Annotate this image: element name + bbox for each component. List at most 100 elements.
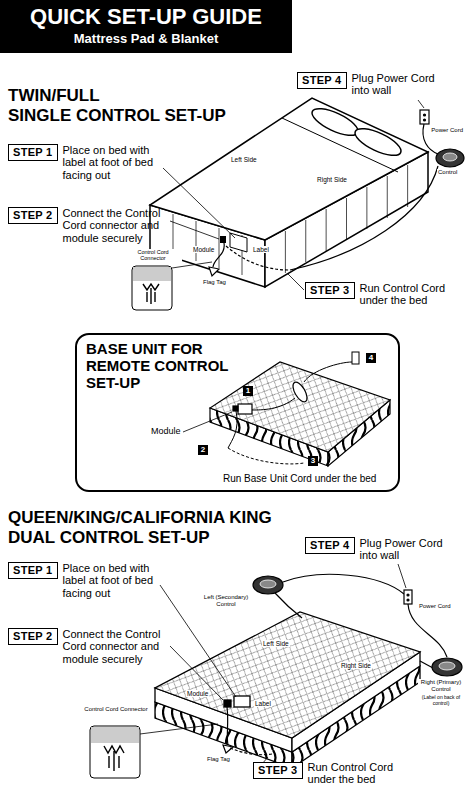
part-label: Control Cord Connector [82, 706, 150, 713]
step-box: STEP 2Connect the Control Cord connector… [8, 207, 171, 244]
step-badge: STEP 2 [8, 207, 58, 224]
leader-lines-part [170, 221, 219, 239]
step-box: STEP 4Plug Power Cord into wall [305, 537, 448, 562]
queen-mattress-part [155, 612, 420, 738]
part-label: Right Side [316, 176, 348, 183]
step-text: Run Control Cord under the bed [360, 282, 455, 307]
base-mattress-part [290, 380, 310, 404]
twin-cords-part [424, 114, 426, 116]
step-box: STEP 1 Place on bed with label at foot of… [8, 144, 165, 181]
callout-number: 1 [243, 386, 253, 396]
base-cords-part [352, 352, 359, 364]
queen-cords-part [408, 604, 447, 657]
queen-cords-part [253, 576, 283, 594]
step-badge: STEP 2 [8, 628, 58, 645]
step-text: Connect the Control Cord connector and m… [63, 628, 171, 665]
twin-bed [150, 98, 428, 287]
part-label: Flag Tag [202, 279, 227, 286]
part-label: Power Cord [430, 127, 464, 134]
twin-cords-part [226, 246, 290, 270]
twin-cords-part [436, 149, 464, 167]
leader-lines-part [288, 274, 304, 290]
queen-leaders [140, 564, 406, 764]
connector-inset-part [133, 267, 171, 281]
part-label: Control [437, 169, 458, 176]
queen-cords-part [275, 593, 302, 618]
queen-cords-part [260, 580, 276, 588]
queen-cords [223, 574, 462, 754]
base-cords-part [228, 448, 304, 464]
subtitle: Mattress Pad & Blanket [0, 32, 292, 47]
step-text: Run Control Cord under the bed [308, 762, 403, 786]
queen-cords-part [420, 661, 433, 668]
base-mattress-part [238, 404, 252, 414]
part-label: Module [150, 426, 182, 436]
callout-number: 2 [198, 445, 208, 455]
queen-cords-part [283, 574, 404, 594]
queen-leaders-part [398, 564, 406, 588]
twin-bed-part [220, 236, 226, 243]
part-label: Run Base Unit Cord under the bed [222, 473, 377, 485]
queen-connector-inset [90, 726, 140, 778]
queen-connector-inset-part [90, 726, 140, 778]
leader-lines [163, 100, 424, 290]
skirt-pleat [407, 165, 408, 207]
callout-number: 3 [308, 456, 318, 466]
queen-connector-inset-part [104, 746, 124, 771]
queen-cords-part [432, 658, 462, 676]
twin-bed-part [309, 103, 362, 140]
step-badge: STEP 1 [8, 144, 58, 161]
leader-lines-part [418, 100, 424, 108]
section-panel: BASE UNIT FOR REMOTE CONTROL SET-UP [75, 333, 400, 492]
part-label: Control Cord Connector [124, 249, 182, 262]
queen-cords-part [407, 599, 409, 601]
queen-cords-part [404, 590, 412, 604]
part-label: Label [252, 246, 270, 253]
queen-cords-part [227, 707, 228, 745]
part-label: Right (Primary) Control [418, 679, 464, 693]
skirt-pleat [326, 209, 327, 251]
queen-cords-part [439, 662, 455, 670]
skirt-pleat [285, 231, 286, 273]
title-band [0, 0, 292, 53]
section-heading: QUEEN/KING/CALIFORNIA KING DUAL CONTROL … [8, 508, 300, 547]
twin-bed-part [352, 123, 405, 160]
step-badge: STEP 3 [253, 762, 303, 779]
part-label: Module [192, 246, 215, 253]
part-label: Right Side [340, 662, 372, 669]
skirt-pleat [305, 220, 306, 262]
step-box: STEP 1 Place on bed with label at foot of… [8, 562, 165, 599]
part-label: Power Cord [418, 603, 452, 610]
connector-inset-part [143, 284, 159, 304]
step-badge: STEP 1 [8, 562, 58, 579]
title-text: QUICK SET-UP GUIDE [0, 4, 292, 30]
step-text: Plug Power Cord into wall [360, 537, 448, 562]
base-mattress [210, 362, 390, 466]
base-cords-part [183, 412, 232, 432]
queen-mattress-part [224, 700, 231, 707]
step-badge: STEP 4 [297, 72, 347, 89]
part-label: Left Side [262, 640, 290, 647]
twin-cords-part [209, 267, 219, 276]
skirt-pleat [219, 228, 220, 268]
queen-mattress-part [234, 696, 250, 707]
leader-lines-part [163, 168, 235, 238]
leader-lines-part [172, 262, 212, 268]
base-cords-part [228, 411, 237, 448]
step-text: Plug Power Cord into wall [352, 72, 440, 97]
base-mattress-part [233, 406, 238, 411]
twin-cords-part [443, 153, 457, 161]
section-heading: SINGLE CONTROL SET-UP [8, 106, 308, 126]
skirt-pleat [196, 221, 197, 261]
part-label: Left Side [230, 156, 258, 163]
queen-connector-inset-part [91, 727, 139, 743]
step-text: Place on bed with label at foot of bed f… [63, 562, 165, 599]
panel-outline [75, 333, 400, 492]
connector-inset [132, 266, 172, 310]
step-box: STEP 3Run Control Cord under the bed [305, 282, 455, 307]
panel-heading: BASE UNIT FOR REMOTE CONTROL SET-UP [86, 341, 251, 391]
step-text: Place on bed with label at foot of bed f… [63, 144, 165, 181]
queen-leaders-part [170, 646, 223, 700]
base-cords-part [252, 398, 295, 410]
